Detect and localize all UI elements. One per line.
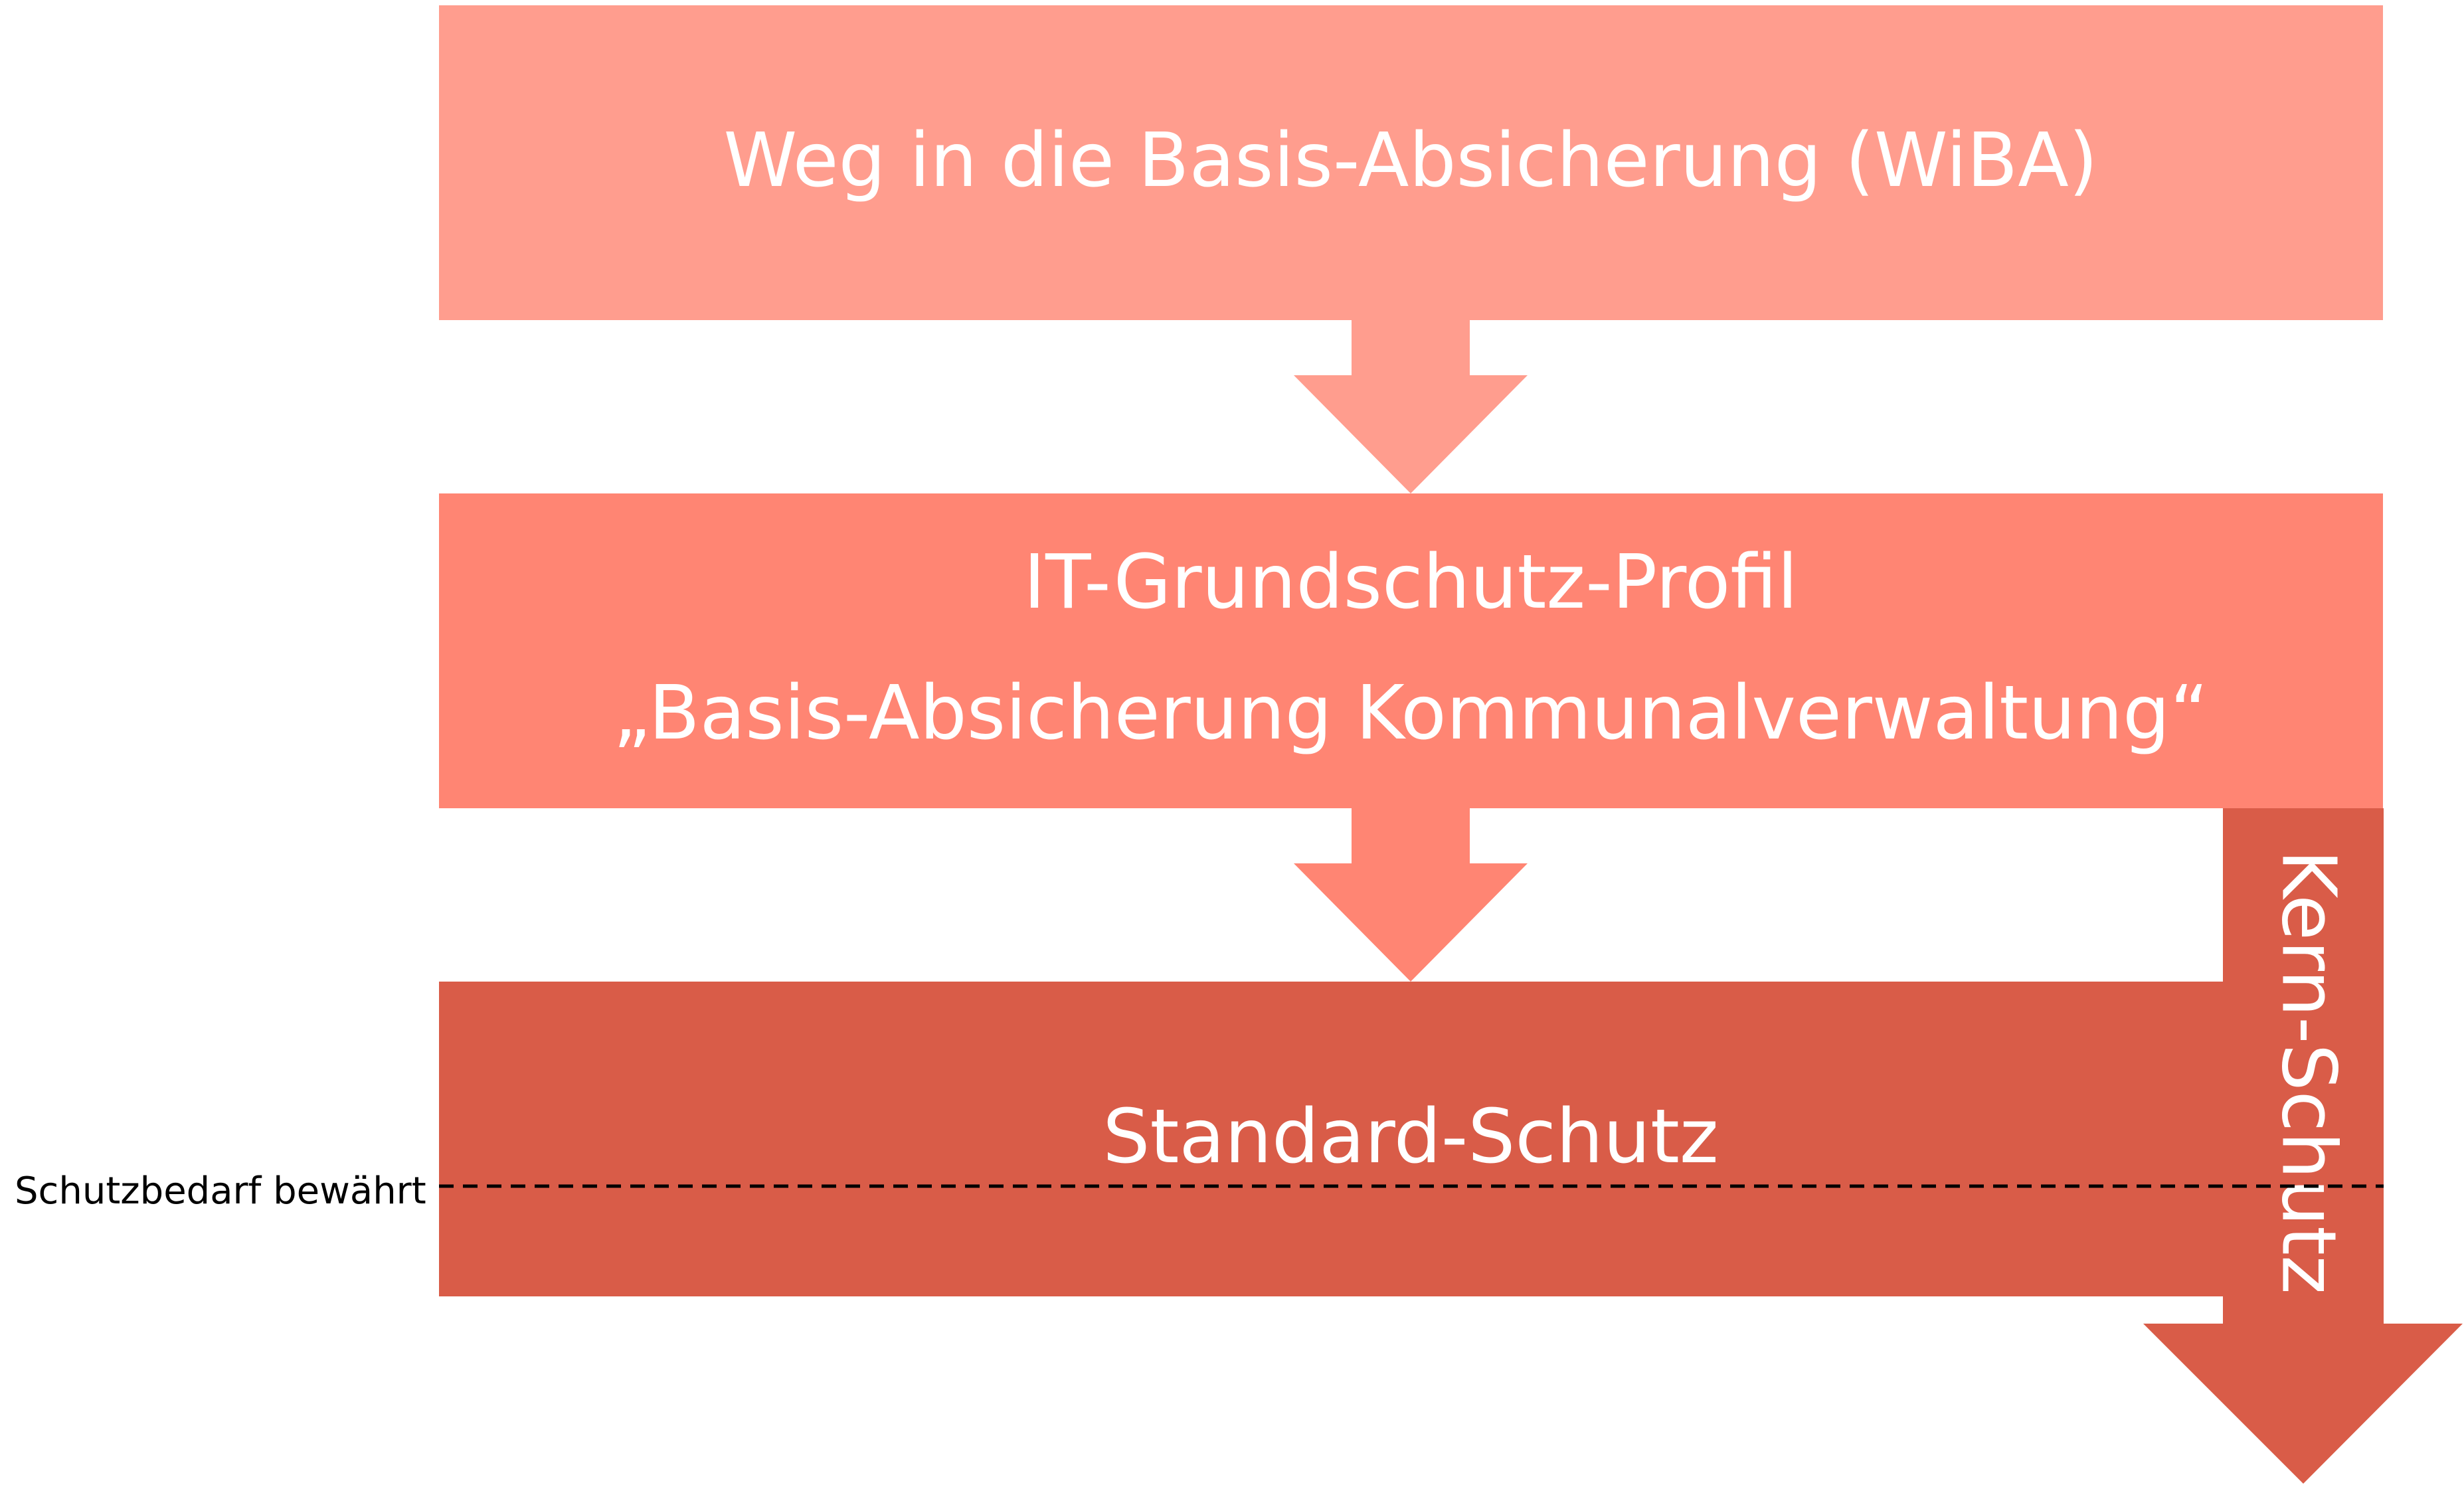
threshold-label: Schutzbedarf bewährt xyxy=(15,1170,426,1213)
profile-label-line1: IT-Grundschutz-Profil xyxy=(1023,539,1798,626)
standard-label: Standard-Schutz xyxy=(1102,1094,1718,1180)
standard-box xyxy=(439,982,2383,1296)
wiba-label: Weg in die Basis-Absicherung (WiBA) xyxy=(723,118,2097,204)
profile-box xyxy=(439,493,2383,808)
profile-label-line2: „Basis-Absicherung Kommunalverwaltung“ xyxy=(613,670,2209,756)
kern-schutz-label: Kern-Schutz xyxy=(2265,849,2351,1294)
wiba-box xyxy=(439,5,2383,320)
kern-schutz-arrow-icon xyxy=(2143,808,2463,1484)
arrow-wiba-to-profile-icon xyxy=(1294,320,1528,493)
arrow-profile-to-standard-icon xyxy=(1294,808,1528,982)
